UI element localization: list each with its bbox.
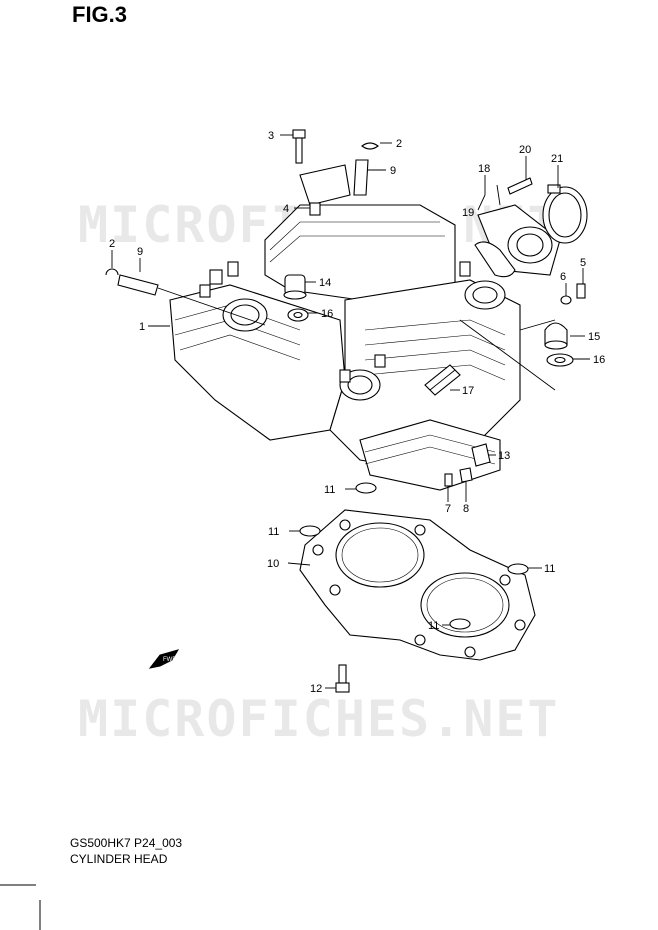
callout-16-right: 16 xyxy=(593,354,605,366)
leader-lines xyxy=(111,134,590,689)
callout-labels: 3 2 9 4 14 16 2 9 1 18 19 20 21 6 5 15 1… xyxy=(109,130,605,695)
clamp-part-21 xyxy=(542,184,588,244)
washer-part-6 xyxy=(560,295,572,305)
callout-12: 12 xyxy=(310,683,322,695)
diagram-name: CYLINDER HEAD xyxy=(70,852,168,866)
callout-19: 19 xyxy=(462,207,474,219)
pipe-part-9-top xyxy=(353,159,369,196)
cap-part-15 xyxy=(544,322,568,350)
callout-6: 6 xyxy=(560,271,566,283)
callout-14: 14 xyxy=(319,277,331,289)
callout-11-a: 11 xyxy=(324,484,335,496)
bolt-part-5 xyxy=(576,283,586,299)
screw-part-20 xyxy=(507,177,533,195)
callout-5: 5 xyxy=(580,257,586,269)
fwd-label: FWD xyxy=(163,657,177,663)
callout-20: 20 xyxy=(519,144,531,156)
callout-4: 4 xyxy=(283,203,289,215)
oring-part-11-c xyxy=(507,563,529,575)
bolt-part-3 xyxy=(292,129,306,164)
callout-13: 13 xyxy=(498,450,510,462)
dowel-part-13 xyxy=(471,443,491,467)
callout-2-left: 2 xyxy=(109,238,115,250)
pipe-part-9-left xyxy=(117,274,159,296)
callout-9-left: 9 xyxy=(137,246,143,258)
callout-7: 7 xyxy=(445,503,451,515)
callout-1: 1 xyxy=(139,321,145,333)
callout-11-b: 11 xyxy=(268,526,279,538)
callout-17: 17 xyxy=(462,385,474,397)
bolt-part-7 xyxy=(444,473,453,487)
figure-title: FIG.3 xyxy=(72,2,128,27)
cylinder-head-body xyxy=(169,204,521,491)
gasket-part-18 xyxy=(474,241,516,278)
cap-part-14 xyxy=(283,274,307,300)
callout-16-left: 16 xyxy=(321,308,333,320)
bracket xyxy=(299,164,351,206)
oring-part-11-d xyxy=(449,618,471,630)
callout-11-c: 11 xyxy=(544,563,555,575)
bolt-part-8 xyxy=(459,467,473,483)
callout-2-top: 2 xyxy=(396,138,402,150)
diagram-code: GS500HK7 P24_003 xyxy=(70,836,183,850)
clip-part-2-left xyxy=(105,268,119,276)
oring-part-11-b xyxy=(299,525,321,537)
intake-pipe-part-19 xyxy=(477,204,561,276)
clip-part-2-top xyxy=(361,142,379,150)
callout-10: 10 xyxy=(267,558,279,570)
callout-8: 8 xyxy=(463,503,469,515)
callout-18: 18 xyxy=(478,163,490,175)
callout-9-top: 9 xyxy=(390,165,396,177)
head-gasket-part-10 xyxy=(299,509,536,661)
forward-arrow-icon: FWD xyxy=(148,649,180,669)
bolt-part-12 xyxy=(335,664,350,693)
callout-11-d: 11 xyxy=(428,620,439,632)
callout-21: 21 xyxy=(551,153,563,165)
callout-3: 3 xyxy=(268,130,274,142)
oring-part-11-a xyxy=(355,482,377,494)
dowel-part-4 xyxy=(309,202,321,216)
spark-plug-part-17 xyxy=(424,364,461,396)
callout-15: 15 xyxy=(588,331,600,343)
